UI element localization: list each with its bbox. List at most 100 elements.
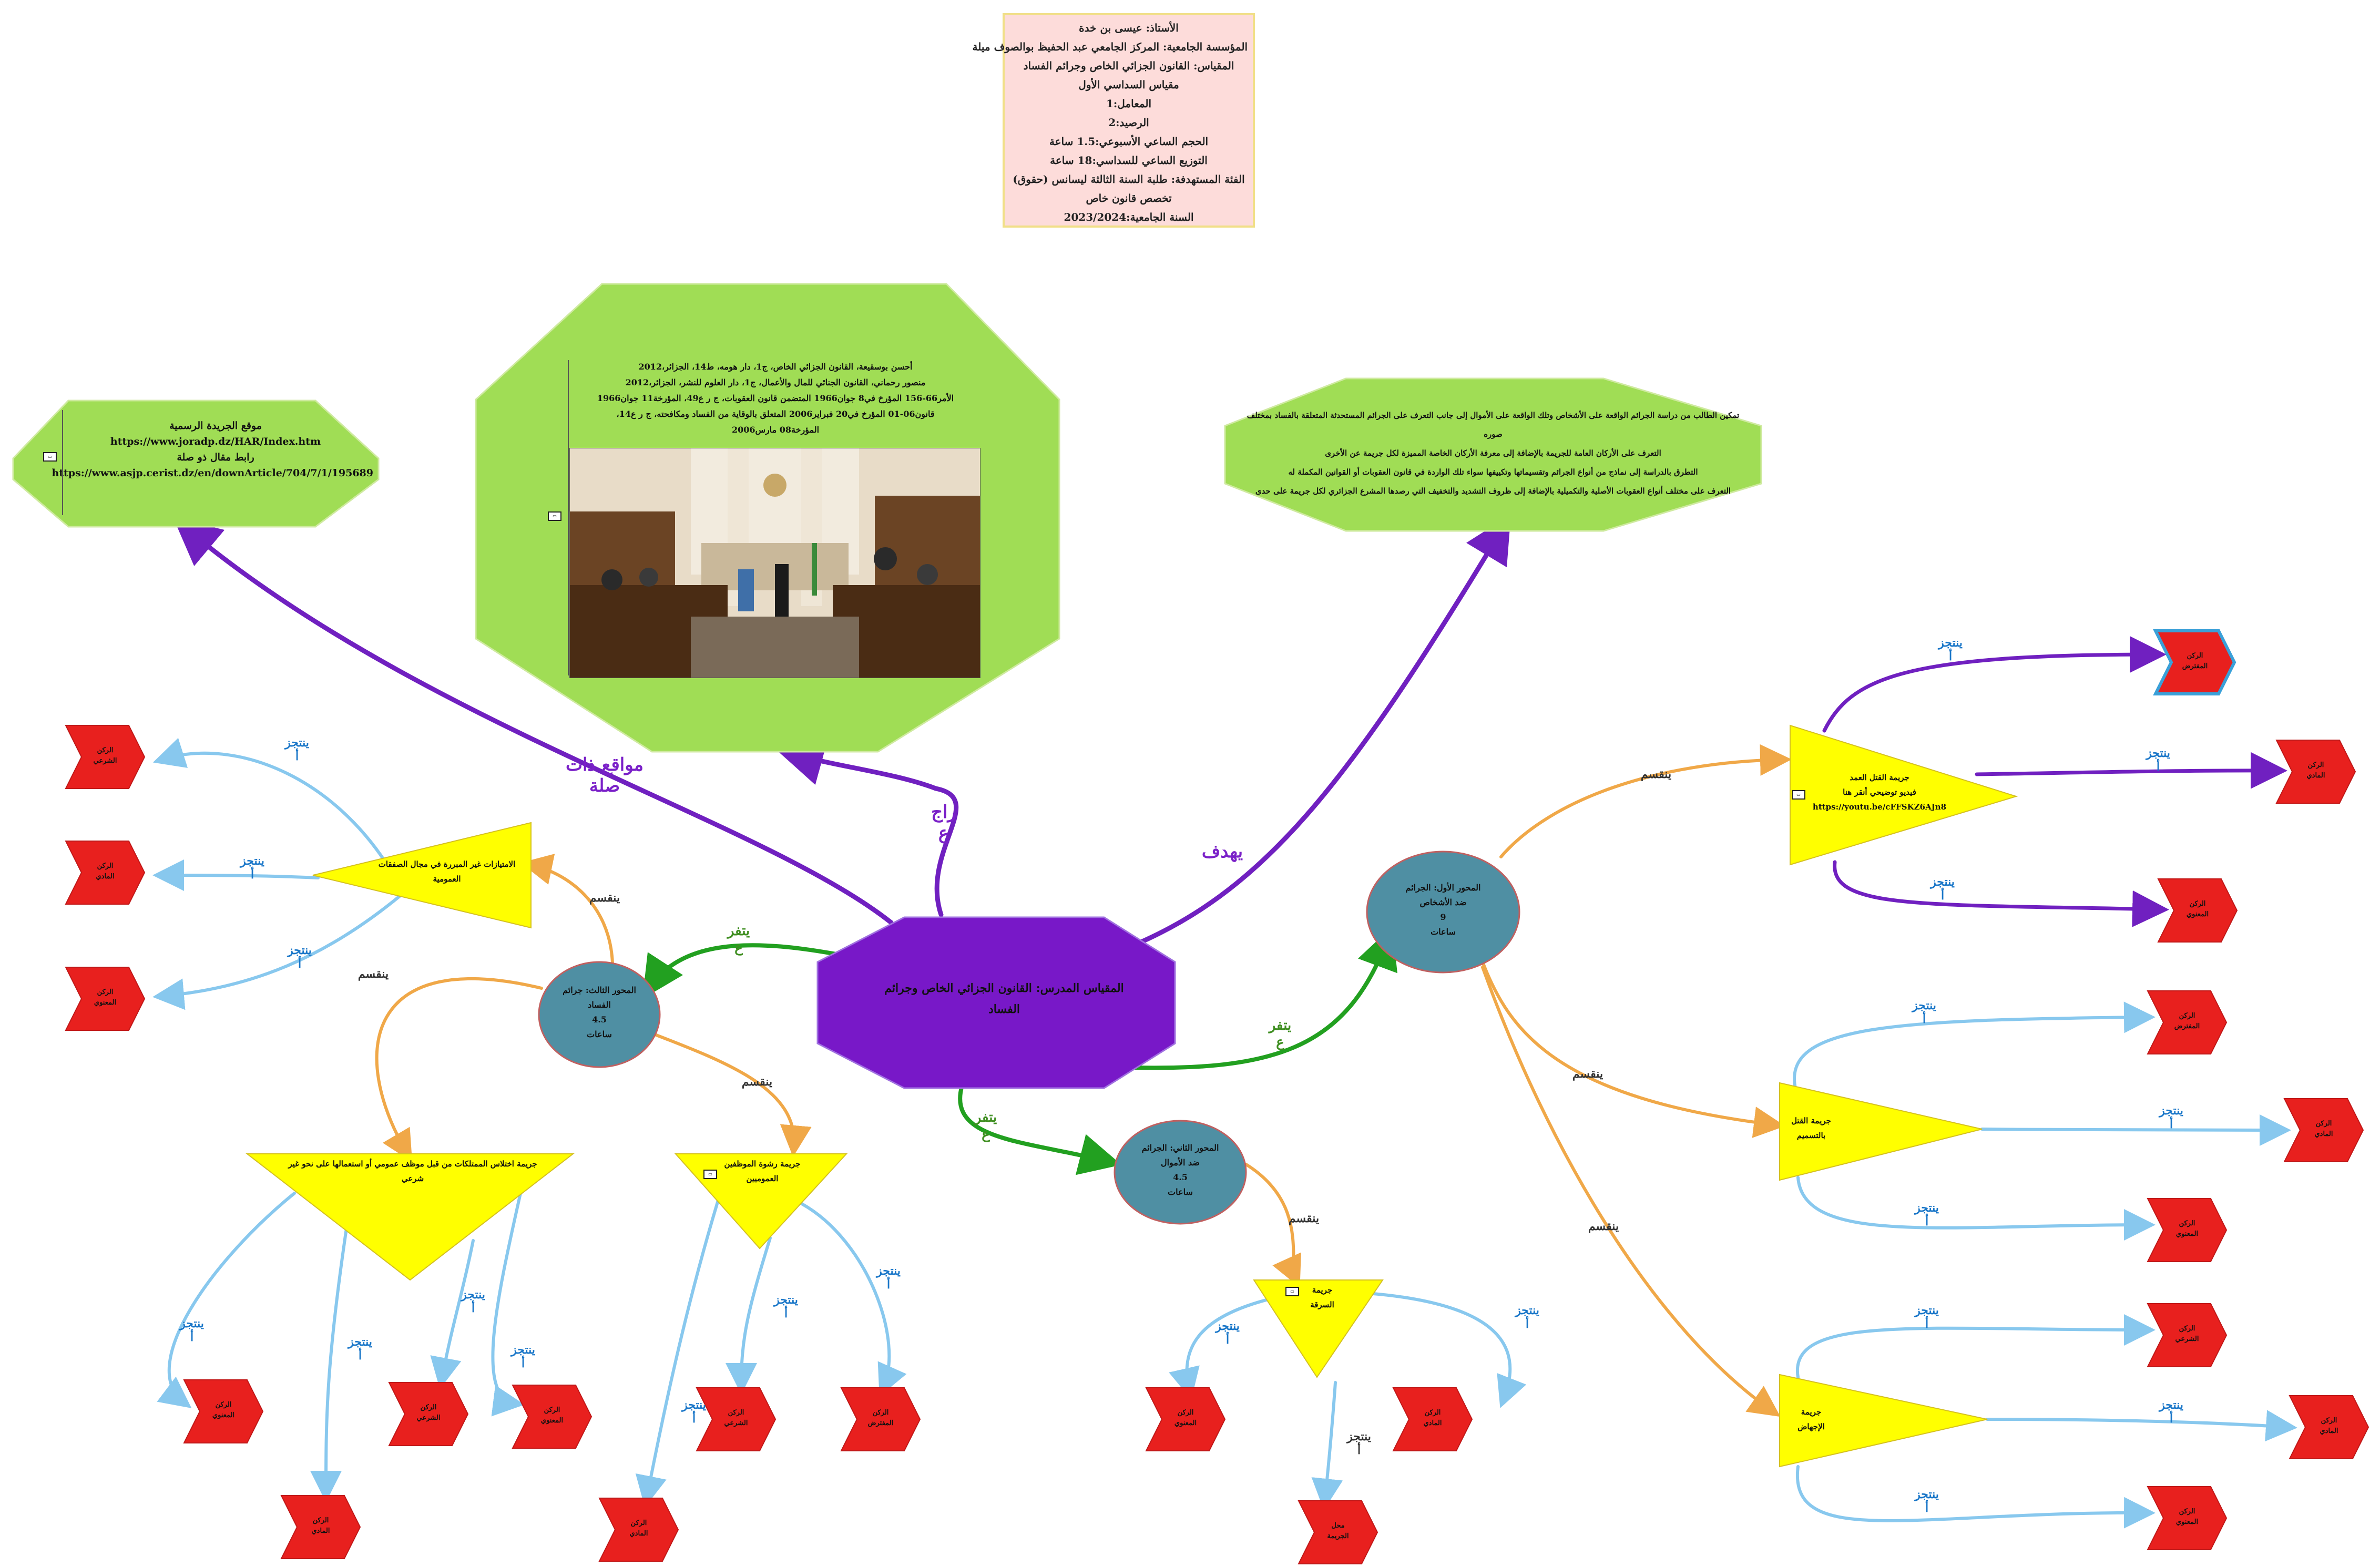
references-link-label-line: ع (938, 823, 949, 844)
crime-embezzle-node (246, 1153, 575, 1281)
note-icon[interactable]: ▭ (703, 1170, 717, 1179)
axis3-node (538, 961, 661, 1068)
crime-bribery-label: جريمة رشوة الموظفين العموميين (694, 1156, 831, 1186)
crime-theft-node (1253, 1279, 1384, 1378)
result-label-line: ينتجز (288, 944, 312, 957)
pillar-label-line: الركن (2321, 1417, 2337, 1425)
info-line: المقياس: القانون الجزائي الخاص وجرائم ال… (1023, 59, 1234, 72)
crime-privileges-line: الامتيازات غير المبررة في مجال الصفقات (378, 859, 516, 869)
branch-label-line: ع (982, 1126, 990, 1142)
objective-line: تمكين الطالب من دراسة الجرائم الواقعة عل… (1247, 411, 1740, 439)
link-axis3-privileges (520, 854, 614, 965)
note-icon[interactable]: ▭ (1285, 1287, 1299, 1296)
result-label-line: أ (1948, 650, 1953, 663)
pillar-label-line: المعنوي (94, 999, 117, 1007)
websites-text: موقع الجريدة الرسمية https://www.joradp.… (52, 418, 373, 481)
link-abortion-moral (1795, 1465, 2156, 1529)
pillar-moral-node (1145, 1387, 1226, 1451)
crime-murder-node (1790, 724, 2018, 866)
websites-link-label-line: صلة (589, 775, 620, 796)
objective-line: التعرف على مختلف أنواع العقوبات الأصلية … (1255, 486, 1731, 496)
result-label-line: ينتجز (1930, 875, 1955, 889)
objective-line: التطرق بالدراسة إلى نماذج من أنواع الجرا… (1288, 467, 1698, 477)
result-label-line: ينتجز (876, 1264, 901, 1278)
link-icon[interactable]: ▭ (43, 452, 57, 462)
link-poison-material (1980, 1114, 2291, 1146)
pillar-label-line: المادي (2306, 772, 2325, 780)
axis3-line: ساعات (587, 1029, 612, 1039)
info-line: المعامل:1 (1106, 97, 1152, 110)
pillar-label-line: المعنوي (212, 1411, 235, 1419)
crime-murder-video-link[interactable]: فيديو توضيحي أنقر هنا (1843, 787, 1916, 797)
asjp-link[interactable]: https://www.asjp.cerist.dz/en/downArticl… (52, 467, 373, 479)
axis1-line: المحور الأول: الجرائم (1405, 883, 1481, 893)
divide-label: ينقسم (1588, 1220, 1619, 1233)
reference-line: منصور رحماني، القانون الجنائي للمال والأ… (625, 377, 926, 387)
result-label-line: أ (471, 1302, 475, 1315)
crime-bribery-node (674, 1153, 848, 1249)
axis2-link-label: يتفر ع (962, 1109, 1009, 1143)
link-axis1-poison (1481, 960, 1785, 1138)
pillar-material-node (65, 841, 146, 905)
pillar-label-line: الركن (2187, 652, 2203, 660)
info-line: الرصيد:2 (1108, 116, 1149, 129)
info-line: الحجم الساعي الأسبوعي:1.5 ساعة (1049, 135, 1209, 148)
crime-privileges-label: الامتيازات غير المبررة في مجال الصفقات ا… (368, 857, 526, 886)
websites-link-label-line: مواقع ذات (565, 754, 643, 775)
result-label-line: ينتجز (2146, 746, 2170, 760)
article-title: رابط مقال ذو صلة (177, 452, 254, 463)
websites-divider (62, 410, 63, 515)
pillar-label-line: المفترض (867, 1419, 894, 1427)
pillar-label-line: الركن (630, 1519, 647, 1527)
joradp-link[interactable]: https://www.joradp.dz/HAR/Index.htm (110, 436, 321, 447)
pillar-material-node (1392, 1387, 1473, 1451)
link-privileges-material (152, 859, 320, 892)
photo-icon[interactable]: ▭ (548, 511, 561, 521)
axis2-line: ساعات (1168, 1187, 1193, 1197)
pillar-material-node (2283, 1098, 2364, 1162)
center-node (816, 916, 1176, 1089)
crime-murder-label: جريمة القتل العمد فيديو توضيحي أنقر هنا … (1793, 770, 1966, 814)
link-icon[interactable]: ▭ (1792, 790, 1805, 800)
link-murder-assumed (1822, 636, 2167, 733)
result-label-line: ينتجز (1515, 1304, 1539, 1317)
result-label-line: ينتجز (682, 1398, 706, 1412)
result-label-line: ينتجز (1938, 636, 1963, 650)
crime-poison-line: بالتسميم (1796, 1131, 1826, 1140)
result-label-line: أ (521, 1357, 525, 1370)
pillar-assumed-node (840, 1387, 921, 1451)
crime-murder-url[interactable]: https://youtu.be/cFFSKZ6AJn8 (1812, 802, 1947, 812)
center-label: المقياس المدرس: القانون الجزائي الخاص وج… (884, 981, 1124, 1016)
pillar-label-line: الشرعي (416, 1414, 441, 1422)
pillar-label-line: الركن (544, 1406, 560, 1414)
websites-link-label: مواقع ذات صلة (552, 754, 657, 796)
crime-abortion-line: جريمة (1801, 1407, 1822, 1417)
link-axis1-abortion (1481, 966, 1781, 1417)
pillar-label-line: الشرعي (724, 1419, 748, 1427)
axis1-line: ساعات (1431, 927, 1456, 937)
reference-line: الأمر66-156 المؤرخ في8 جوان1966 المتضمن … (597, 393, 954, 403)
crime-theft-line: السرقة (1310, 1300, 1334, 1309)
references-link-label-line: راج (931, 802, 956, 823)
info-line: الفئة المستهدفة: طلبة السنة الثالثة ليسا… (1013, 173, 1245, 204)
result-label-line: أ (2169, 1118, 2173, 1131)
pillar-label-line: الركن (420, 1404, 437, 1411)
crime-bribery-line: جريمة رشوة الموظفين (724, 1159, 801, 1169)
pillar-material-node (280, 1495, 361, 1559)
result-label-line: أ (692, 1412, 696, 1426)
pillar-label-line: المعنوي (2175, 1230, 2199, 1238)
axis1-line: 9 (1440, 912, 1446, 922)
